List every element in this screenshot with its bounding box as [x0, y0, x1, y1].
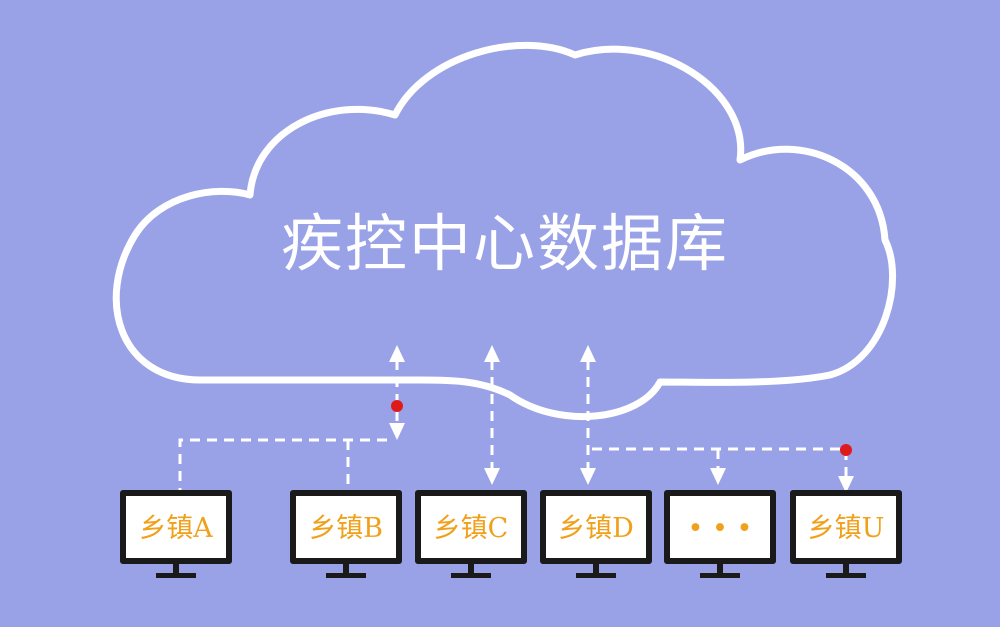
- monitor-stand-neck: [717, 564, 723, 574]
- monitor-5: • • •: [664, 490, 776, 578]
- monitor-row: 乡镇A 乡镇B 乡镇C 乡镇D • • • 乡镇U: [120, 490, 902, 578]
- junction-node-right: [840, 444, 852, 456]
- arrow-d: [580, 345, 596, 485]
- monitor-stand-neck: [843, 564, 849, 574]
- monitor-stand-neck: [593, 564, 599, 574]
- monitor-label: 乡镇C: [434, 513, 509, 544]
- arrow-c: [484, 345, 500, 485]
- monitor-label: 乡镇U: [808, 513, 885, 544]
- junction-node-left: [391, 400, 403, 412]
- monitor-stand-neck: [173, 564, 179, 574]
- connector-etc-u: [592, 444, 854, 493]
- monitor-6: 乡镇U: [790, 490, 902, 578]
- monitor-stand-neck: [468, 564, 474, 574]
- monitor-stand-base: [156, 573, 196, 578]
- monitor-stand-base: [451, 573, 491, 578]
- monitor-label: 乡镇D: [558, 513, 634, 544]
- monitor-screen: [670, 496, 770, 558]
- monitor-screen: [421, 496, 521, 558]
- monitor-stand-base: [326, 573, 366, 578]
- monitor-stand-base: [826, 573, 866, 578]
- monitor-stand-base: [576, 573, 616, 578]
- monitor-label: • • •: [688, 513, 753, 544]
- monitor-label: 乡镇A: [139, 513, 213, 544]
- monitor-2: 乡镇B: [290, 490, 402, 578]
- monitor-screen: [296, 496, 396, 558]
- monitor-4: 乡镇D: [540, 490, 652, 578]
- arrow-a-b: [389, 345, 405, 440]
- monitor-screen: [796, 496, 896, 558]
- cloud-title: 疾控中心数据库: [281, 207, 729, 280]
- monitor-1: 乡镇A: [120, 490, 232, 578]
- monitor-3: 乡镇C: [415, 490, 527, 578]
- monitor-stand-base: [700, 573, 740, 578]
- monitor-screen: [546, 496, 646, 558]
- monitor-stand-neck: [343, 564, 349, 574]
- monitor-label: 乡镇B: [309, 513, 383, 544]
- cloud-outline: [112, 41, 896, 421]
- connector-a-b: [178, 438, 387, 490]
- monitor-screen: [126, 496, 226, 558]
